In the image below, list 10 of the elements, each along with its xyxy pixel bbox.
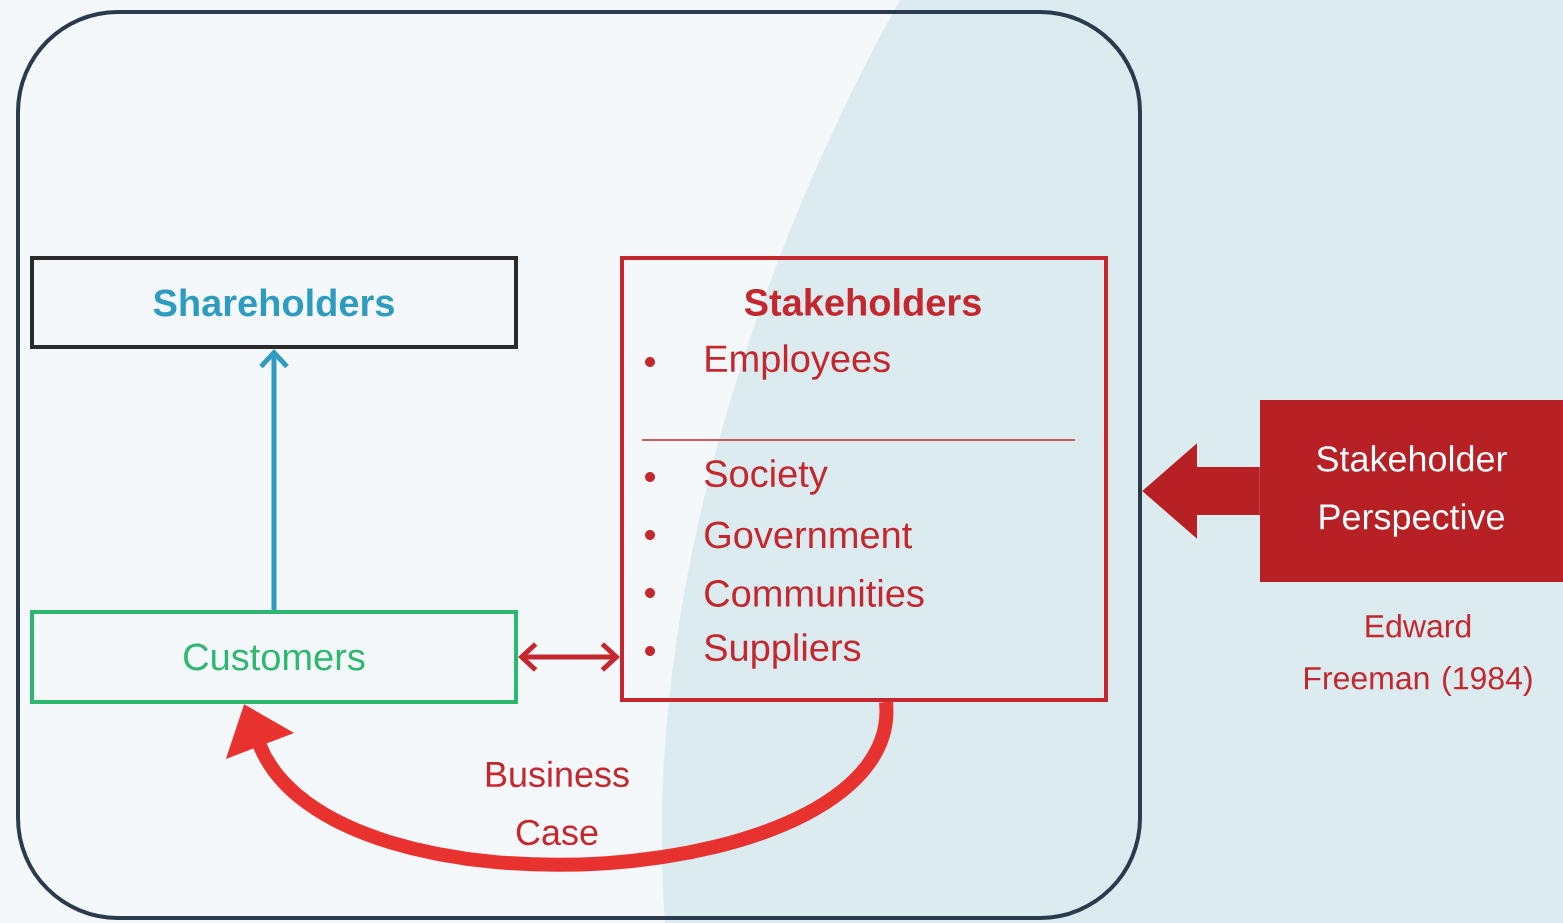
- curved-arrow: [225, 700, 893, 872]
- double-arrow: [518, 642, 620, 672]
- perspective-box: Stakeholder Perspective: [1260, 400, 1563, 582]
- process-box: Customers: [30, 610, 518, 704]
- stakeholder-list-box: Stakeholders Employees Society Government Communities Suppliers: [620, 256, 1108, 702]
- author-note: Edward Freeman (1984): [1305, 614, 1532, 696]
- frame-box: [16, 10, 1142, 920]
- process-box: Shareholders: [30, 256, 518, 349]
- edge-label: Business Case: [486, 760, 629, 846]
- arrow: [259, 349, 289, 610]
